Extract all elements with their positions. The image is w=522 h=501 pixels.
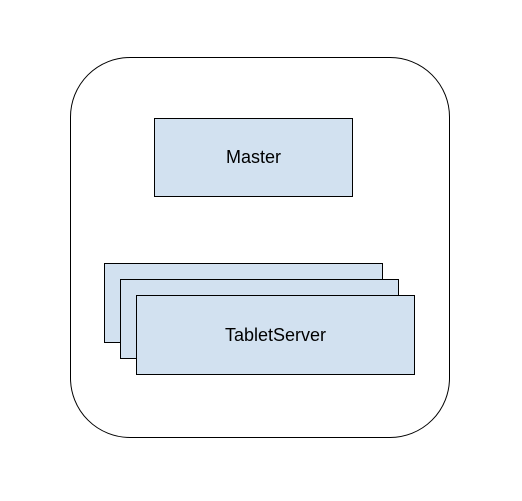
- master-label: Master: [225, 147, 281, 167]
- master-node: Master: [154, 118, 353, 197]
- tablet-server-node-front: TabletServer: [136, 295, 415, 375]
- cluster-container: [70, 57, 450, 438]
- tablet-server-label: TabletServer: [224, 324, 327, 345]
